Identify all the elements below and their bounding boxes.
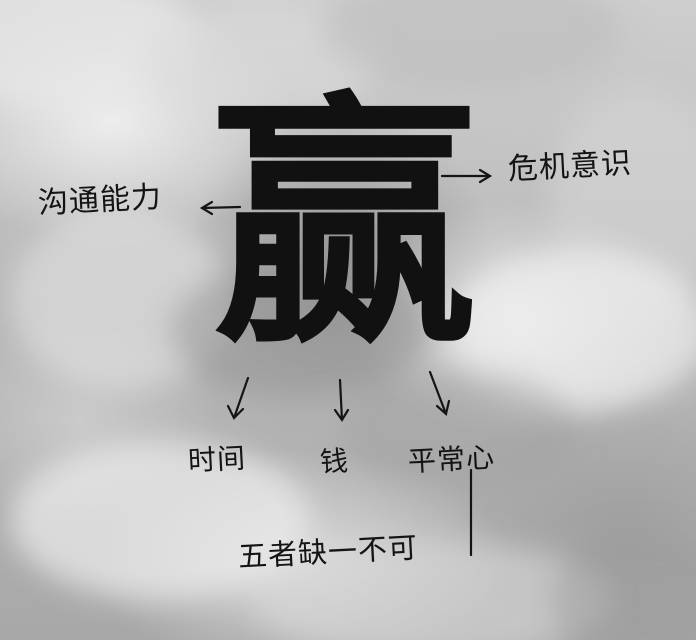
bottom-annotation-money: 钱	[319, 444, 350, 479]
right-annotation: 危机意识	[507, 145, 633, 188]
main-character: 赢	[212, 69, 477, 380]
footnote: 五者缺一不可	[237, 530, 419, 574]
left-annotation: 沟通能力	[37, 179, 163, 222]
bottom-annotation-time: 时间	[187, 441, 247, 478]
arrow-down-middle-icon	[333, 378, 350, 423]
arrow-down-left-icon	[226, 376, 250, 420]
bottom-annotation-calm: 平常心	[407, 440, 496, 479]
